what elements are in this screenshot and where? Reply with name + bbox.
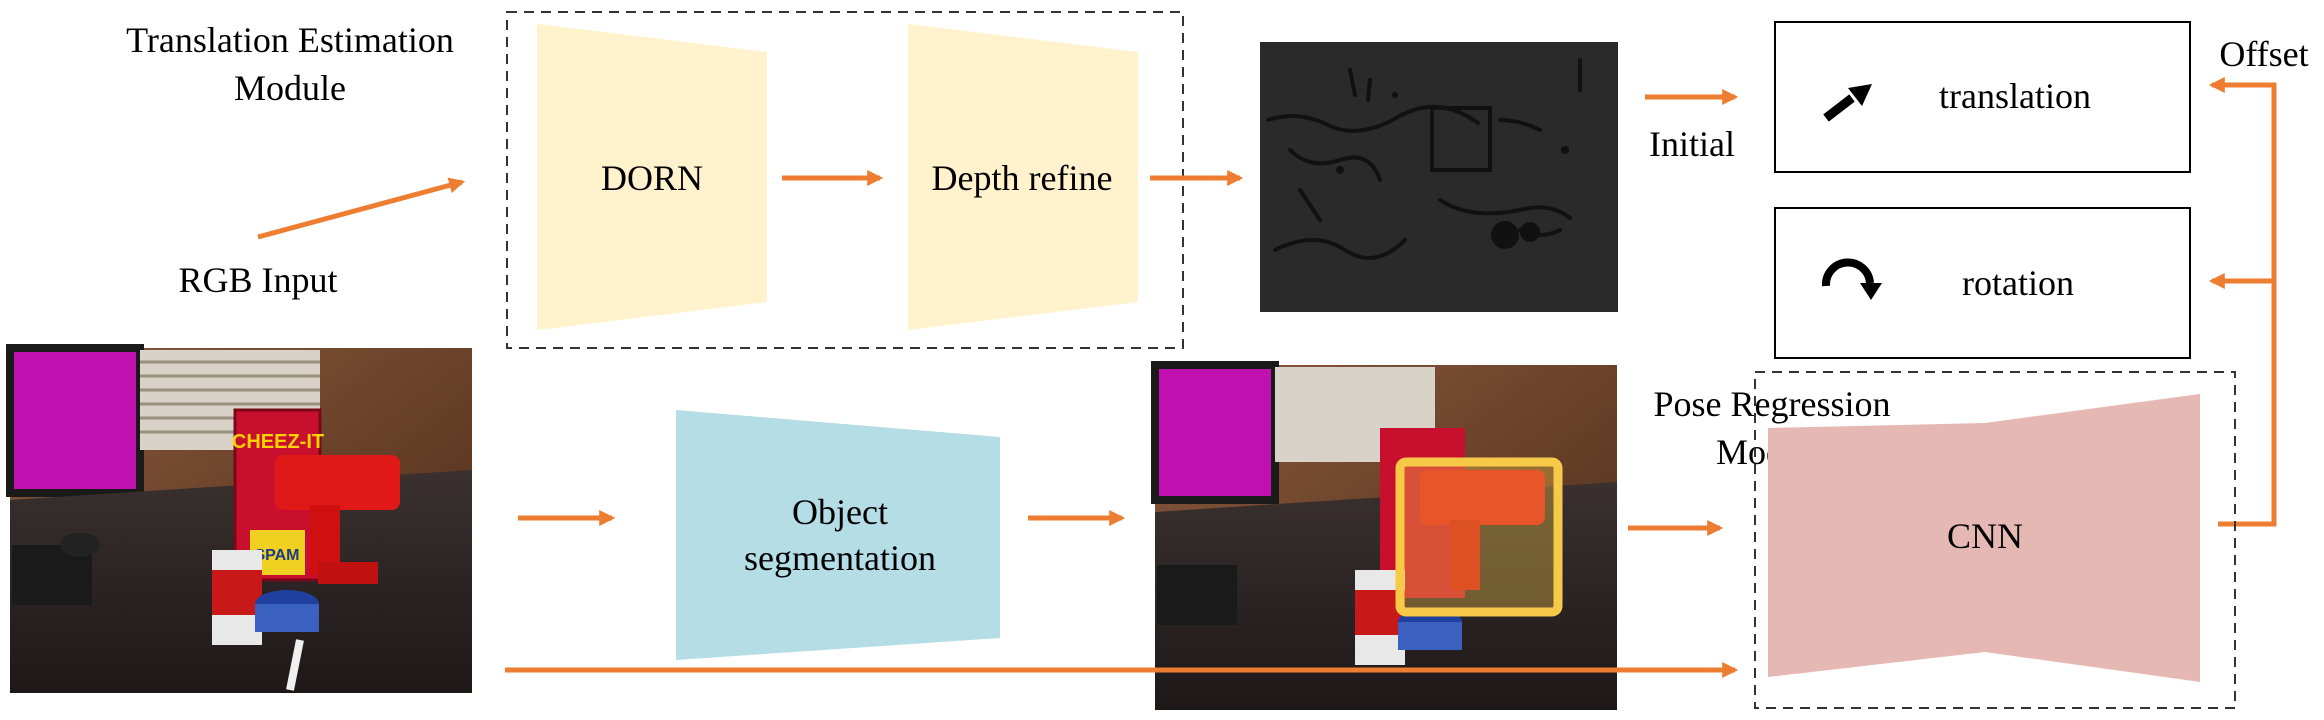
offset-label: Offset [2219,34,2308,74]
depth-refine-block [908,24,1138,330]
initial-label: Initial [1649,124,1735,164]
object-segmentation-label-line2: segmentation [744,538,936,578]
pose-module-title-line1: Pose Regression [1654,384,1891,424]
arrow-rgb-to-dorn [257,177,466,240]
rotation-label: rotation [1962,263,2074,303]
offset-feedback-line [2208,76,2277,527]
depth-refine-label: Depth refine [932,158,1113,198]
segmentation-bounding-box [1395,457,1563,617]
translation-output-box [1774,21,2191,173]
dorn-block [537,24,767,330]
rgb-input-label: RGB Input [178,260,337,300]
translation-module-title-line2: Module [234,68,346,108]
spam-text: SPAM [254,547,299,564]
dorn-label: DORN [601,158,703,198]
translation-module-title-line1: Translation Estimation [126,20,454,60]
depth-map-image [1260,42,1618,312]
translation-label: translation [1939,76,2091,116]
rgb-input-photo: CHEEZ-IT SPAM [6,344,472,693]
rotation-output-box [1774,207,2191,359]
cnn-block [1768,394,2200,682]
cereal-box-text: CHEEZ-IT [232,431,324,453]
rotate-clockwise-icon [1821,258,1882,300]
object-segmentation-label-line1: Object [792,492,888,532]
object-segmentation-block [676,410,1000,660]
segmented-photo [1151,361,1617,710]
translation-module-border [506,11,1184,349]
cnn-label: CNN [1947,516,2023,556]
pose-module-border [1754,371,2236,709]
arrow-up-right-icon [1823,84,1872,122]
